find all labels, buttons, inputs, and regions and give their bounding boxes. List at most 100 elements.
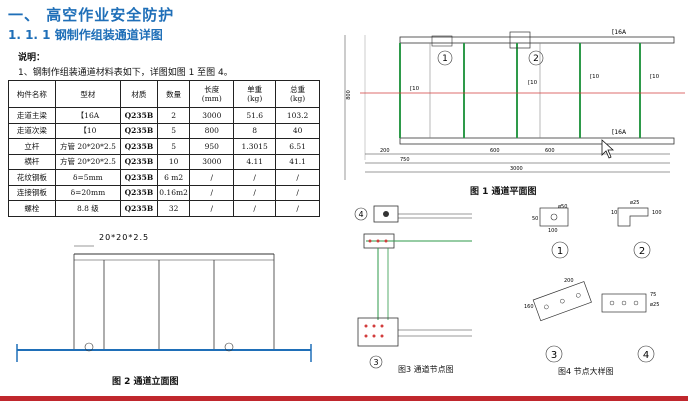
table-cell: 【10 bbox=[54, 122, 122, 139]
svg-text:100: 100 bbox=[652, 210, 662, 216]
table-cell: 花纹钢板 bbox=[8, 169, 56, 186]
table-cell: 【16A bbox=[54, 107, 122, 124]
svg-text:600: 600 bbox=[490, 148, 500, 154]
figure3-caption: 图3 通道节点图 bbox=[398, 365, 454, 374]
table-cell: 6 m2 bbox=[156, 169, 191, 186]
svg-text:750: 750 bbox=[400, 157, 410, 163]
table-header-cell: 数量 bbox=[156, 80, 191, 108]
svg-text:100: 100 bbox=[548, 228, 558, 234]
svg-text:200: 200 bbox=[380, 148, 390, 154]
figure1-caption: 图 1 通道平面图 bbox=[470, 187, 537, 197]
svg-text:ø25: ø25 bbox=[630, 200, 639, 206]
svg-text:ø25: ø25 bbox=[650, 302, 659, 308]
svg-text:ø50: ø50 bbox=[558, 204, 567, 210]
svg-text:[16A: [16A bbox=[612, 129, 627, 136]
svg-text:3: 3 bbox=[551, 350, 557, 361]
svg-text:75: 75 bbox=[650, 292, 656, 298]
table-cell: 走道次梁 bbox=[8, 122, 56, 139]
table-cell: 32 bbox=[156, 200, 191, 217]
table-cell: 950 bbox=[189, 138, 235, 155]
table-cell: 5 bbox=[156, 138, 191, 155]
table-cell: Q235B bbox=[120, 200, 158, 217]
table-cell: 40 bbox=[275, 122, 320, 139]
table-cell: 方管 20*20*2.5 bbox=[54, 138, 122, 155]
table-cell: 1.3015 bbox=[233, 138, 277, 155]
figure2-caption: 图 2 通道立面图 bbox=[112, 377, 179, 387]
table-cell: Q235B bbox=[120, 184, 158, 201]
svg-text:10: 10 bbox=[611, 210, 617, 216]
pipe-size-label: 20*20*2.5 bbox=[99, 233, 149, 242]
table-header-cell: 总重 (kg) bbox=[275, 80, 320, 108]
svg-text:3: 3 bbox=[373, 358, 378, 367]
detail-marker-1 bbox=[437, 50, 453, 66]
table-cell: / bbox=[189, 200, 235, 217]
svg-text:1: 1 bbox=[442, 54, 448, 64]
table-cell: Q235B bbox=[120, 107, 158, 124]
svg-text:4: 4 bbox=[358, 210, 363, 219]
table-cell: / bbox=[189, 169, 235, 186]
note-text: 1、钢制作组装通道材料表如下，详图如图 1 至图 4。 bbox=[18, 68, 233, 78]
table-cell: 螺栓 bbox=[8, 200, 56, 217]
svg-text:[10: [10 bbox=[590, 74, 600, 80]
table-cell: 走道主梁 bbox=[8, 107, 56, 124]
bottom-accent-bar bbox=[0, 396, 688, 401]
svg-text:160: 160 bbox=[524, 304, 534, 310]
table-cell: 6.51 bbox=[275, 138, 320, 155]
table-header-cell: 单重 (kg) bbox=[233, 80, 277, 108]
table-cell: / bbox=[233, 184, 277, 201]
table-cell: 3000 bbox=[189, 153, 235, 170]
svg-text:200: 200 bbox=[564, 278, 574, 284]
table-cell: 方管 20*20*2.5 bbox=[54, 153, 122, 170]
table-cell: Q235B bbox=[120, 153, 158, 170]
table-cell: / bbox=[275, 184, 320, 201]
svg-text:600: 600 bbox=[545, 148, 555, 154]
table-cell: 800 bbox=[189, 122, 235, 139]
main-beam-top bbox=[399, 36, 675, 44]
svg-text:1: 1 bbox=[557, 246, 563, 257]
svg-text:2: 2 bbox=[639, 246, 645, 257]
table-cell: 2 bbox=[156, 107, 191, 124]
svg-text:800: 800 bbox=[346, 90, 352, 100]
table-header-cell: 构件名称 bbox=[8, 80, 56, 108]
svg-text:3000: 3000 bbox=[510, 166, 523, 172]
svg-text:[10: [10 bbox=[650, 74, 660, 80]
table-cell: 0.16m2 bbox=[156, 184, 191, 201]
table-cell: / bbox=[275, 200, 320, 217]
svg-text:[10: [10 bbox=[410, 86, 420, 92]
detail-marker-2 bbox=[528, 50, 544, 66]
table-cell: Q235B bbox=[120, 138, 158, 155]
table-cell: 8.8 级 bbox=[54, 200, 122, 217]
table-cell: 立杆 bbox=[8, 138, 56, 155]
table-cell: 41.1 bbox=[275, 153, 320, 170]
figure4-detail-drawing: ø50 100 50 1 ø25 100 10 2 160 200 75 ø25… bbox=[524, 200, 662, 363]
table-cell: δ=20mm bbox=[54, 184, 122, 201]
figure2-elevation-drawing: 20*20*2.5 bbox=[16, 233, 312, 362]
svg-text:[10: [10 bbox=[528, 80, 538, 86]
mouse-pointer-icon bbox=[601, 139, 615, 159]
figure3-node-drawing: 4 3 bbox=[354, 205, 472, 369]
table-header-cell: 长度 (mm) bbox=[189, 80, 235, 108]
note-label: 说明： bbox=[18, 53, 46, 63]
table-cell: / bbox=[189, 184, 235, 201]
figure4-caption: 图4 节点大样图 bbox=[558, 367, 614, 376]
table-cell: 10 bbox=[156, 153, 191, 170]
table-cell: / bbox=[233, 200, 277, 217]
table-cell: 5 bbox=[156, 122, 191, 139]
table-cell: 横杆 bbox=[8, 153, 56, 170]
section-heading: 一、 高空作业安全防护 bbox=[8, 6, 175, 24]
table-cell: 连接钢板 bbox=[8, 184, 56, 201]
table-cell: 3000 bbox=[189, 107, 235, 124]
table-cell: δ=5mm bbox=[54, 169, 122, 186]
table-header-cell: 型材 bbox=[54, 80, 122, 108]
table-header-row: 构件名称 型材 材质 数量 长度 (mm) 单重 (kg) 总重 (kg) bbox=[8, 80, 320, 108]
table-cell: 51.6 bbox=[233, 107, 277, 124]
svg-text:4: 4 bbox=[643, 350, 649, 361]
table-header-cell: 材质 bbox=[120, 80, 158, 108]
figure1-plan-drawing: 1 2 [16A [16A [10 [10 [10 [10 800 200 75… bbox=[344, 29, 685, 180]
